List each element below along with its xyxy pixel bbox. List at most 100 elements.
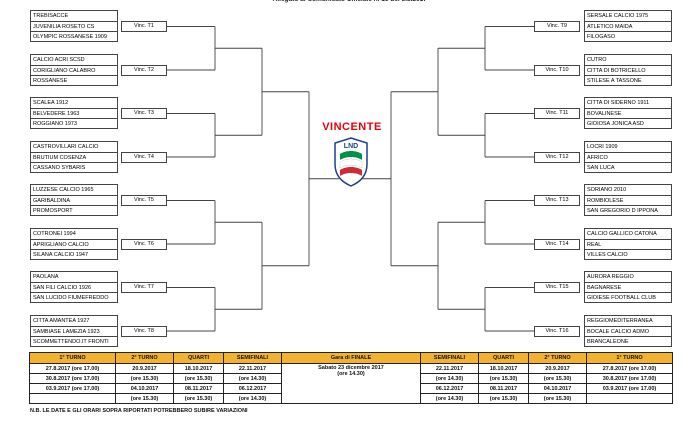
team-box: ROMBIOLESE	[585, 195, 671, 205]
winner-box: Vinc. T4	[121, 151, 167, 163]
schedule-header: QUARTI	[173, 352, 224, 364]
team-box: CITTA DI BOTRICELLO	[585, 64, 671, 75]
schedule-cell: 20.9.2017	[115, 363, 174, 374]
team-box: BOCALE CALCIO ADMO	[585, 325, 671, 336]
schedule-cell: 18.10.2017	[478, 363, 529, 374]
winner-box: Vinc. T12	[534, 151, 580, 163]
logo-stripe-white	[339, 158, 363, 169]
schedule-cell: (ore 15.30)	[115, 393, 174, 404]
schedule-cell: (ore 15.30)	[115, 373, 174, 384]
schedule-header: 2° TURNO	[115, 352, 174, 364]
team-box: FILOGASO	[585, 31, 671, 41]
schedule-header: Gara di FINALE	[281, 352, 421, 364]
team-box: COTRONEI 1994	[33, 230, 76, 237]
schedule-row: 30.8.2017 (ore 17.00)(ore 15.30)(ore 15.…	[29, 373, 673, 384]
team-box: VILLES CALCIO	[585, 248, 671, 259]
schedule-cell	[586, 393, 673, 404]
team-box: SAMBIASE LAMEZIA 1923	[31, 325, 117, 336]
team-box: CASTROVILLARI CALCIO	[33, 143, 99, 150]
winner-box: Vinc. T5	[121, 195, 167, 206]
schedule-header: 2° TURNO	[528, 352, 587, 364]
schedule-cell: 04.10.2017	[528, 383, 587, 394]
team-box: TREBISACCE	[33, 13, 69, 19]
lnd-logo: LND	[334, 137, 368, 187]
schedule-header: SEMIFINALI	[420, 352, 479, 364]
team-box: REGGIOMEDITERRANEA	[587, 317, 653, 324]
logo-lnd-text: LND	[344, 143, 358, 150]
team-box: STILESE A TASSONE	[585, 74, 671, 85]
team-box: OLYMPIC ROSSANESE 1909	[31, 31, 117, 41]
winner-box: Vinc. T7	[121, 282, 167, 293]
winner-box: Vinc. T8	[121, 325, 167, 337]
schedule-cell	[29, 393, 116, 404]
schedule-row: (ore 15.30)(ore 15.30)(ore 14.30)(ore 14…	[29, 393, 673, 404]
schedule-cell: 30.8.2017 (ore 17.00)	[29, 373, 116, 384]
team-box: LUZZESE CALCIO 1965	[33, 187, 94, 193]
schedule-cell: 06.12.2017	[223, 383, 282, 394]
team-box: CALCIO ACRI SCSD	[33, 56, 85, 63]
schedule-cell: 03.9.2017 (ore 17.00)	[29, 383, 116, 394]
team-box: SCOMMETTENDO.IT FRONTI	[31, 335, 117, 346]
team-box: AFRICO	[585, 151, 671, 162]
team-box: APRIGLIANO CALCIO	[31, 238, 117, 249]
team-box: ROGGIANO 1973	[31, 118, 117, 128]
team-box: ATLETICO MAIDA	[585, 21, 671, 31]
team-box: CASSANO SYBARIS	[31, 161, 117, 172]
final-winner-label: VINCENTE	[322, 121, 382, 133]
schedule-cell: (ore 15.30)	[478, 393, 529, 404]
team-box: SCALEA 1912	[33, 100, 69, 106]
team-box: JUVENILIA ROSETO CS	[31, 21, 117, 31]
winner-box: Vinc. T3	[121, 108, 167, 119]
winner-box: Vinc. T15	[534, 282, 580, 293]
schedule-cell: (ore 15.30)	[173, 393, 224, 404]
finale-cell: Sabato 23 dicembre 2017(ore 14.30)	[281, 363, 421, 404]
schedule-cell: 03.9.2017 (ore 17.00)	[586, 383, 673, 394]
team-box: PROMOSPORT	[31, 205, 117, 215]
team-box: CITTA DI SIDERNO 1911	[587, 100, 650, 106]
schedule-cell: 06.12.2017	[420, 383, 479, 394]
schedule-cell: 08.11.2017	[173, 383, 224, 394]
schedule-cell: 27.8.2017 (ore 17.00)	[586, 363, 673, 374]
logo-stripe-green	[340, 151, 362, 160]
team-box: SAN FILI CALCIO 1926	[31, 282, 117, 292]
schedule-cell: 27.8.2017 (ore 17.00)	[29, 363, 116, 374]
team-box: GIOIOSA JONICA ASD	[585, 118, 671, 128]
schedule-cell: 30.8.2017 (ore 17.00)	[586, 373, 673, 384]
winner-box: Vinc. T9	[534, 21, 580, 32]
schedule-cell: 18.10.2017	[173, 363, 224, 374]
schedule-cell: 22.11.2017	[223, 363, 282, 374]
team-box: REAL	[585, 238, 671, 249]
page-annotation: Allegato al Comunicato Ufficiale n. 19 d…	[0, 0, 700, 3]
finale-date: Sabato 23 dicembre 2017	[318, 365, 384, 371]
team-box: BOVALINESE	[585, 108, 671, 118]
schedule-note: N.B. LE DATE E GLI ORARI SOPRA RIPORTATI…	[30, 408, 248, 414]
winner-box: Vinc. T14	[534, 238, 580, 250]
team-box: LOCRI 1909	[587, 143, 618, 150]
bracket-connector-path	[167, 26, 534, 332]
schedule-cell: (ore 14.30)	[420, 393, 479, 404]
schedule-cell: (ore 14.30)	[223, 373, 282, 384]
schedule-header: QUARTI	[478, 352, 529, 364]
team-box: SILANA CALCIO 1947	[31, 248, 117, 259]
team-box: AURORA REGGIO	[587, 274, 634, 280]
schedule-cell: (ore 15.30)	[173, 373, 224, 384]
schedule-header: 1° TURNO	[29, 352, 116, 364]
team-box: SAN LUCIDO FIUMEFREDDO	[31, 292, 117, 302]
winner-box: Vinc. T6	[121, 238, 167, 250]
